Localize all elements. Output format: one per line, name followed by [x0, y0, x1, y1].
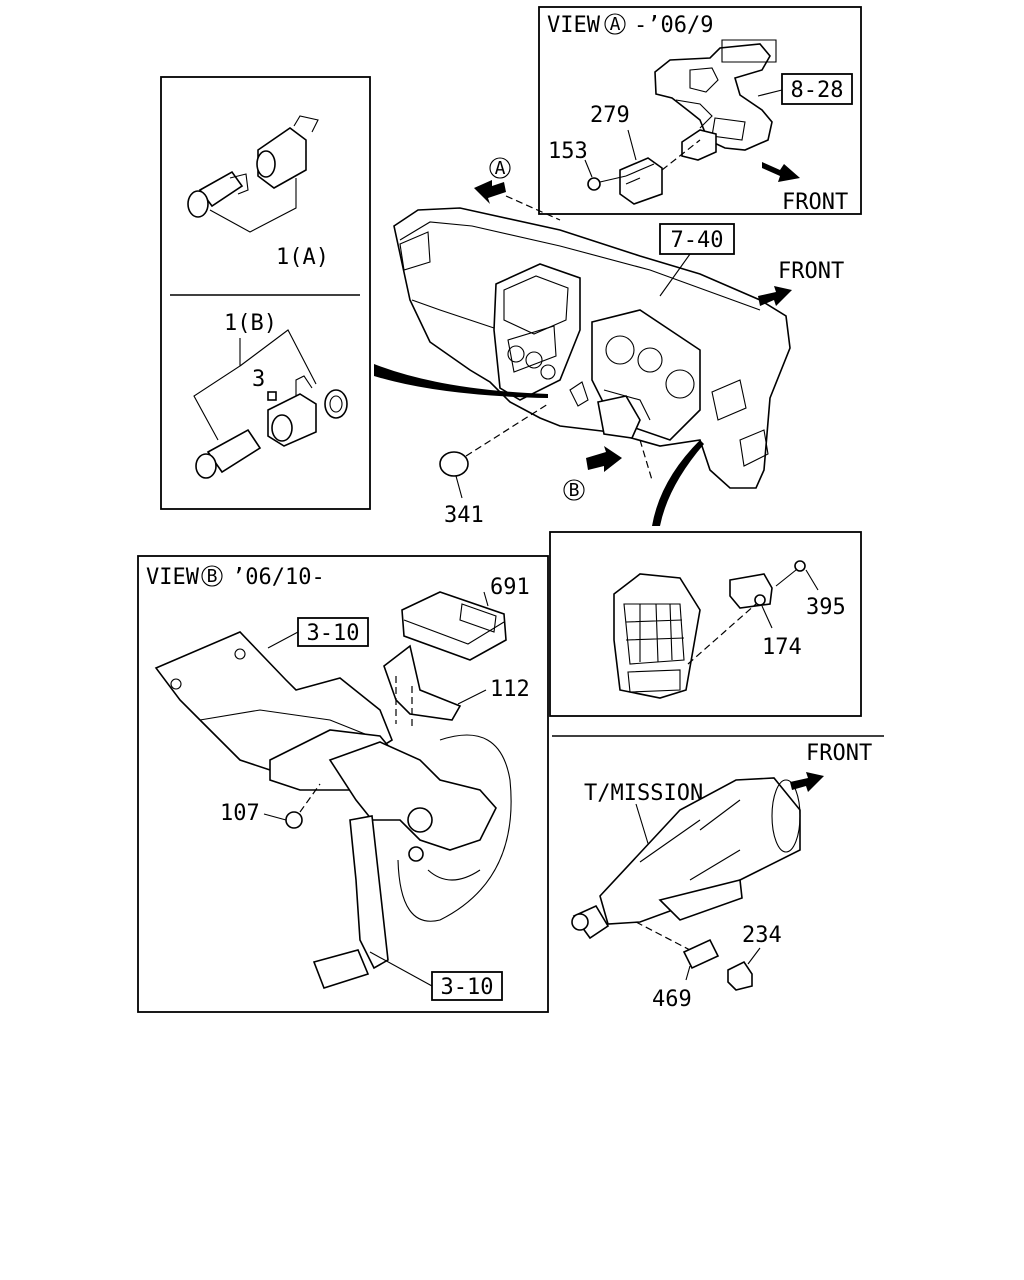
leader-234: [747, 947, 761, 965]
lighter-label-b: 1(B): [224, 311, 277, 336]
lighter-frame: [160, 76, 371, 510]
part-112-bracket: [383, 644, 462, 721]
view-a-front: FRONT: [782, 190, 848, 215]
part-469-sensor: [682, 938, 720, 970]
transmission-drawing: [571, 777, 801, 940]
view-b-ref-top-box: [297, 617, 369, 647]
leader-7-40: [659, 253, 691, 297]
part-107-nut: [285, 811, 303, 829]
leader-174: [761, 605, 773, 629]
switch-callout-sweep: [652, 440, 704, 526]
part-234-plug: [727, 960, 753, 991]
view-b-marker: B: [207, 566, 218, 587]
lighter-panel: 1(A) 1(B) 3: [160, 76, 371, 510]
view-a-ref: 8-28: [791, 78, 844, 103]
view-b-frame: [137, 555, 549, 1013]
dashboard-drawing: [393, 207, 791, 489]
leader-691: [483, 591, 489, 607]
transmission-front: FRONT: [806, 741, 872, 766]
view-b-arrow-icon: [586, 446, 622, 472]
switch-part-395: 395: [806, 595, 846, 620]
view-b-part-691: 691: [490, 575, 530, 600]
transmission-part-469: 469: [652, 987, 692, 1012]
dashboard-front-arrow-icon: [758, 286, 792, 306]
view-b-ref-top: 3-10: [307, 621, 360, 646]
view-b-date: ’06/10-: [232, 565, 325, 590]
part-174-switch: [729, 573, 773, 609]
part-279-module: [619, 157, 663, 205]
view-a-bracket-drawing: [654, 39, 777, 161]
part-691-module: [401, 591, 507, 661]
lighter-label-a: 1(A): [276, 245, 329, 270]
leader-112: [457, 689, 487, 705]
view-b-title: VIEW: [146, 565, 200, 590]
transmission-part-234: 234: [742, 923, 782, 948]
lighter-part-3: 3: [252, 367, 265, 392]
view-a-marker: A: [610, 14, 621, 35]
leader-153: [584, 159, 593, 178]
lighter-callout-sweep: [374, 364, 548, 398]
switch-frame: [549, 531, 862, 717]
view-a-part-279: 279: [590, 103, 630, 128]
dashboard-marker-b: B: [569, 480, 580, 501]
leader-tmission: [635, 803, 651, 851]
part-395-screw: [794, 560, 806, 572]
lighter-b-drawing: [195, 375, 348, 479]
transmission-label: T/MISSION: [584, 781, 703, 806]
leader-341: [455, 475, 463, 499]
switch-part-174: 174: [762, 635, 802, 660]
view-a-frame: [538, 6, 862, 215]
leader-469: [685, 965, 691, 981]
transmission-front-arrow-icon: [790, 772, 824, 792]
brake-booster: [397, 734, 512, 922]
dashboard-marker-a: A: [495, 158, 506, 179]
view-b-part-112: 112: [490, 677, 530, 702]
view-a-marker-circle: [604, 13, 626, 35]
pedal-drawing: [312, 741, 497, 989]
view-b-marker-circle: [201, 565, 223, 587]
leader-395: [805, 569, 819, 591]
view-b-part-107: 107: [220, 801, 260, 826]
view-a-part-153: 153: [548, 139, 588, 164]
dashboard-ref-box: [659, 223, 735, 255]
leader-107: [263, 813, 287, 821]
transmission-panel: FRONT T/MISSION 469 234: [552, 735, 884, 1012]
view-b-panel: VIEW B ’06/10- 691: [137, 555, 549, 1013]
dashboard-marker-a-circle: [489, 157, 511, 179]
screw-shank: [599, 175, 627, 183]
part-153-screw: [587, 177, 601, 191]
view-b-ref-bottom: 3-10: [441, 975, 494, 1000]
view-a-arrow-icon: [474, 180, 506, 204]
leader-8-28: [757, 89, 783, 97]
leader-3-10-bottom: [369, 951, 433, 987]
view-a-panel: VIEW A -’06/9 279 153 8-28 FRONT: [538, 6, 862, 215]
view-a-title: VIEW: [547, 13, 601, 38]
leader-279: [627, 129, 637, 161]
view-a-ref-box: [781, 73, 853, 105]
part-341-plug: [439, 451, 469, 477]
dashboard-part-341: 341: [444, 503, 484, 528]
dashboard-marker-b-circle: [563, 479, 585, 501]
front-arrow-icon: [762, 162, 800, 182]
view-b-ref-bottom-box: [431, 971, 503, 1001]
dashboard-ref: 7-40: [671, 228, 724, 253]
view-a-date: -’06/9: [634, 13, 713, 38]
dashboard-front: FRONT: [778, 259, 844, 284]
leader-3-10-top: [267, 631, 299, 649]
switch-panel: 395 174: [549, 531, 862, 717]
lighter-a-drawing: [187, 115, 319, 233]
